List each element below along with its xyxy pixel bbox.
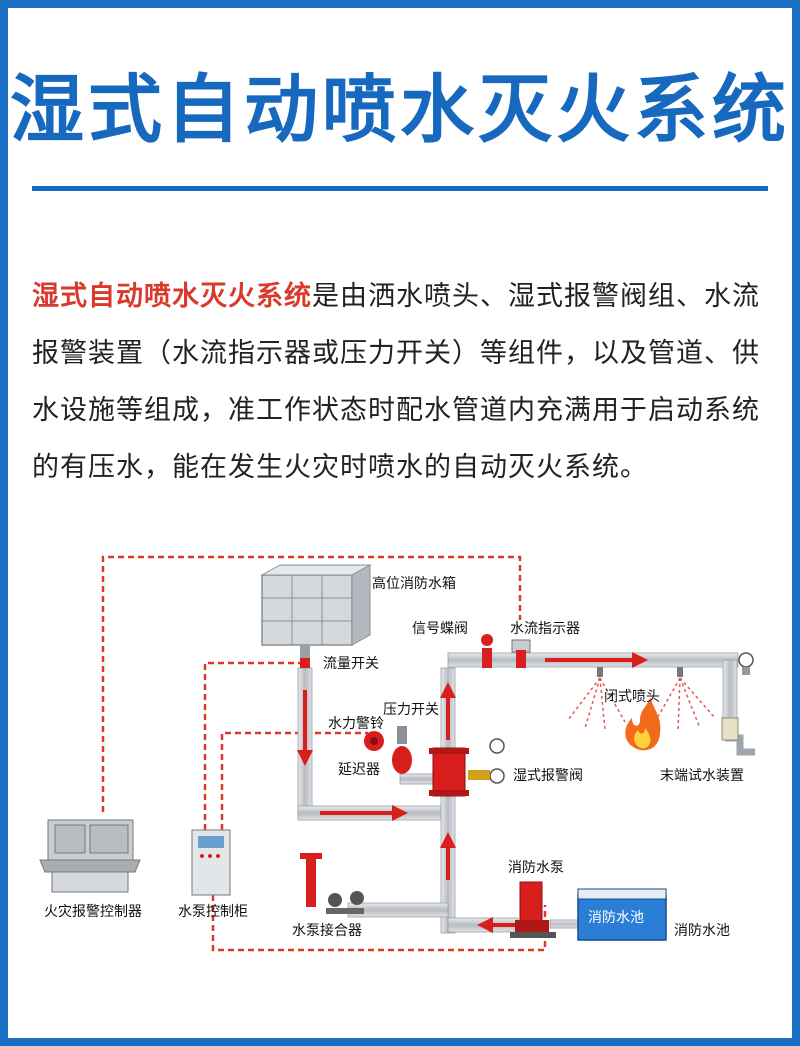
description-text: 是由洒水喷头、湿式报警阀组、水流报警装置（水流指示器或压力开关）等组件，以及管道…	[32, 281, 760, 483]
description-paragraph: 湿式自动喷水灭火系统是由洒水喷头、湿式报警阀组、水流报警装置（水流指示器或压力开…	[32, 268, 772, 496]
label-pressure-switch: 压力开关	[383, 702, 439, 718]
label-fire-alarm-panel: 火灾报警控制器	[44, 903, 142, 920]
flow-indicator-icon	[511, 639, 531, 668]
label-fire-pool: 消防水池	[674, 923, 730, 939]
pressure-gauge-icon	[738, 652, 754, 675]
label-high-tank: 高位消防水箱	[372, 575, 456, 592]
flow-arrows	[297, 652, 648, 933]
alarm-valve-icon	[429, 738, 505, 797]
label-sprinkler: 闭式喷头	[604, 689, 660, 705]
pressure-switch-icon	[397, 726, 407, 744]
signal-valve-icon	[481, 634, 493, 668]
label-pool-inner: 消防水池	[588, 910, 644, 926]
label-end-test-device: 末端试水装置	[660, 768, 744, 784]
fire-alarm-panel	[39, 819, 141, 893]
pump-adapter-icon	[300, 853, 364, 914]
pump-control-cabinet	[191, 829, 231, 896]
label-delay: 延迟器	[338, 762, 380, 778]
high-tank	[260, 564, 372, 665]
title-divider	[32, 186, 768, 191]
label-alarm-valve: 湿式报警阀	[513, 768, 583, 784]
label-flow-indicator: 水流指示器	[510, 621, 580, 637]
fire-pump-icon	[510, 881, 581, 938]
description-highlight: 湿式自动喷水灭火系统	[32, 281, 312, 312]
end-test-device-icon	[721, 717, 739, 741]
label-signal-valve: 信号蝶阀	[412, 621, 468, 637]
fire-pool-icon	[577, 888, 667, 941]
label-flow-switch: 流量开关	[323, 656, 379, 672]
signal-lines	[101, 555, 547, 952]
page-title: 湿式自动喷水灭火系统	[10, 67, 790, 153]
flow-switch-icon	[300, 658, 310, 668]
sprinkler-heads	[567, 667, 716, 731]
water-gong-icon	[364, 731, 384, 751]
system-diagram: 高位消防水箱 信号蝶阀 水流指示器 流量开关 压力开关 水力警铃 闭式喷头 延迟…	[39, 555, 755, 952]
label-pump-cabinet: 水泵控制柜	[178, 904, 248, 920]
delay-icon	[392, 746, 412, 774]
label-water-gong: 水力警铃	[328, 716, 384, 732]
label-pump-adapter: 水泵接合器	[292, 922, 362, 939]
label-fire-pump: 消防水泵	[508, 860, 564, 876]
fire-icon	[625, 698, 661, 751]
